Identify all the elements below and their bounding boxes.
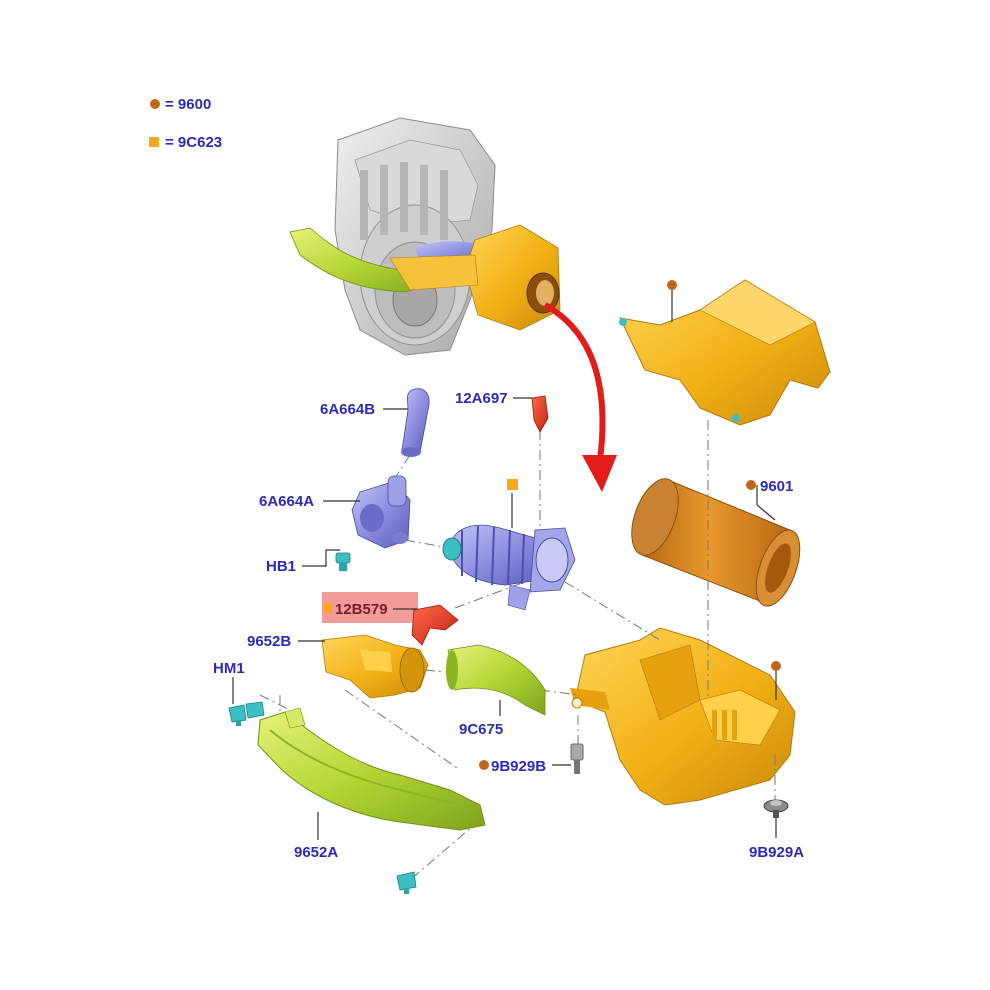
part-9652B (321, 634, 429, 699)
part-9652A (257, 707, 486, 831)
label-9B929A: 9B929A (749, 844, 804, 861)
part-dot-9600-cover (667, 280, 677, 290)
part-square-9C623-hose (507, 479, 518, 490)
part-dot-9600-9B929B (479, 760, 489, 770)
label-9B929B: 9B929B (491, 758, 546, 775)
part-HB1 (335, 552, 351, 571)
part-9B929B (570, 743, 584, 774)
part-9C675 (446, 644, 546, 716)
part-9B929A (763, 799, 789, 818)
red-curved-arrow (543, 302, 617, 492)
label-12B579: 12B579 (335, 601, 388, 618)
air-cleaner-body (570, 627, 796, 806)
label-6A664B: 6A664B (320, 401, 375, 418)
label-HB1: HB1 (266, 558, 296, 575)
engine-assembly-illustration (289, 117, 561, 356)
part-bottom-fastener (396, 871, 417, 894)
part-dot-9600-body (771, 661, 781, 671)
label-HM1: HM1 (213, 660, 245, 677)
part-12A697 (531, 395, 549, 433)
legend-text-9C623: = 9C623 (165, 134, 222, 151)
legend-text-9600: = 9600 (165, 96, 211, 113)
air-cleaner-cover (619, 279, 831, 426)
part-12B579 (411, 604, 459, 646)
label-9C675: 9C675 (459, 721, 503, 738)
label-9652A: 9652A (294, 844, 338, 861)
label-9601: 9601 (760, 478, 793, 495)
part-intake-hose (442, 524, 576, 611)
legend: = 9600 = 9C623 (149, 96, 222, 151)
legend-marker-9600 (150, 99, 160, 109)
part-dot-9600-filter (746, 480, 756, 490)
legend-marker-9C623 (149, 137, 159, 147)
highlight-12B579: 12B579 (322, 592, 418, 623)
label-6A664A: 6A664A (259, 493, 314, 510)
air-filter-element (631, 478, 801, 607)
part-6A664A (351, 475, 411, 549)
part-6A664B (401, 388, 430, 457)
part-HM1 (228, 701, 265, 726)
label-12A697: 12A697 (455, 390, 508, 407)
label-9652B: 9652B (247, 633, 291, 650)
